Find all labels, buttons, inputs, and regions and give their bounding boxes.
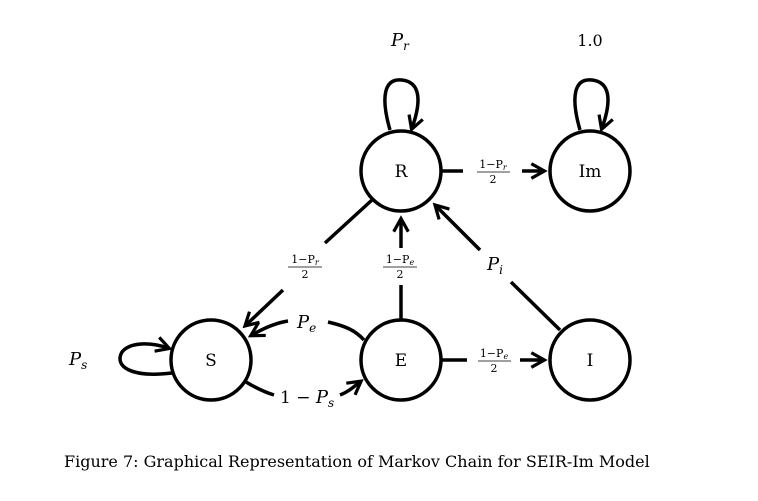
svg-text:1−Pr: 1−Pr bbox=[479, 158, 508, 172]
node-I-label: I bbox=[587, 351, 594, 371]
svg-text:1−Pr: 1−Pr bbox=[291, 253, 320, 267]
edge-R-to-S-start bbox=[323, 198, 374, 245]
label-R-self: Pr bbox=[390, 30, 410, 53]
edge-E-to-S-end bbox=[252, 319, 289, 335]
node-S-label: S bbox=[205, 351, 217, 371]
node-R-label: R bbox=[395, 162, 409, 182]
node-Im-label: Im bbox=[579, 162, 602, 182]
edge-S-to-E-start bbox=[245, 380, 275, 397]
node-Im: Im bbox=[548, 129, 632, 213]
svg-text:1−Pe: 1−Pe bbox=[480, 347, 509, 361]
label-E-to-I: 1−Pe 2 bbox=[478, 347, 511, 375]
edge-I-to-R-end bbox=[436, 206, 482, 252]
svg-text:1−Pe: 1−Pe bbox=[386, 253, 415, 267]
node-E-label: E bbox=[395, 351, 407, 371]
node-E: E bbox=[359, 318, 443, 402]
label-R-to-S: 1−Pr 2 bbox=[288, 253, 322, 281]
label-E-to-S: Pe bbox=[296, 312, 316, 335]
svg-text:2: 2 bbox=[397, 268, 404, 281]
edge-S-to-E-end bbox=[339, 382, 360, 397]
edge-labels: Pr 1.0 Ps 1−Pr 2 1−Pe 2 1−Pe 2 1−Pr 2 Pi bbox=[68, 30, 603, 410]
edge-R-to-S-end bbox=[246, 288, 285, 325]
svg-text:2: 2 bbox=[490, 173, 497, 186]
edges bbox=[118, 78, 608, 397]
edge-E-to-S-start bbox=[327, 320, 366, 342]
edge-R-self bbox=[383, 78, 418, 130]
label-R-to-Im: 1−Pr 2 bbox=[477, 158, 510, 186]
edge-Im-self bbox=[573, 78, 608, 130]
nodes: R Im S E I bbox=[169, 129, 632, 402]
svg-text:2: 2 bbox=[302, 268, 309, 281]
node-I: I bbox=[548, 318, 632, 402]
edge-S-self bbox=[118, 344, 172, 376]
node-R: R bbox=[359, 129, 443, 213]
figure-caption: Figure 7: Graphical Representation of Ma… bbox=[64, 452, 650, 471]
edge-I-to-R-start bbox=[509, 280, 562, 332]
label-Im-self: 1.0 bbox=[577, 31, 602, 50]
label-E-to-R: 1−Pe 2 bbox=[383, 253, 417, 281]
label-I-to-R: Pi bbox=[486, 254, 503, 277]
svg-text:2: 2 bbox=[491, 362, 498, 375]
label-S-to-E: 1 − Ps bbox=[280, 387, 334, 410]
label-S-self: Ps bbox=[68, 349, 87, 372]
node-S: S bbox=[169, 318, 253, 402]
